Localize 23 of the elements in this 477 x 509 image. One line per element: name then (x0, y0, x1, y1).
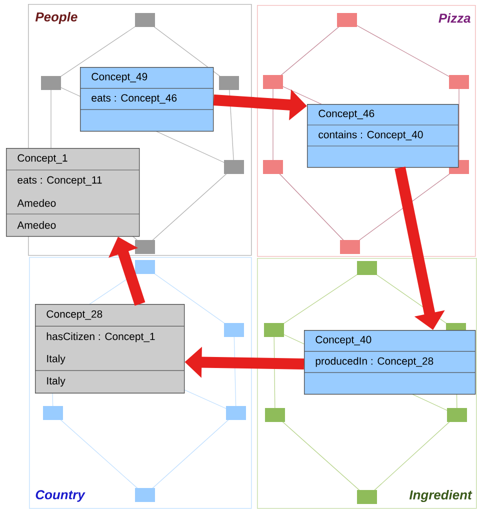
attribute-text: eats : Concept_46 (92, 94, 177, 104)
class-box (80, 67, 214, 132)
panel-heading: Country (36, 490, 86, 502)
class-name: Concept_1 (18, 154, 68, 164)
class-box (34, 304, 185, 394)
panel-heading: Ingredient (409, 490, 472, 502)
attribute-text: eats : Concept_11 (18, 176, 102, 186)
class-box (6, 148, 140, 237)
class-name: Concept_46 (318, 110, 374, 120)
attribute-text: contains : Concept_40 (318, 130, 423, 140)
class-box (304, 330, 476, 395)
attribute-text: producedIn : Concept_28 (316, 357, 434, 367)
class-box (306, 104, 459, 168)
attribute-text: Amedeo (17, 199, 56, 207)
attribute-text: hasCitizen : Concept_1 (46, 332, 155, 342)
panel-heading: Pizza (438, 13, 470, 23)
panel-heading: People (35, 12, 78, 24)
instance-text: Italy (47, 376, 66, 387)
class-name: Concept_40 (316, 336, 372, 346)
class-name: Concept_49 (92, 72, 148, 82)
instance-text: Amedeo (17, 221, 56, 229)
attribute-text: Italy (47, 354, 66, 364)
class-name: Concept_28 (46, 310, 102, 320)
